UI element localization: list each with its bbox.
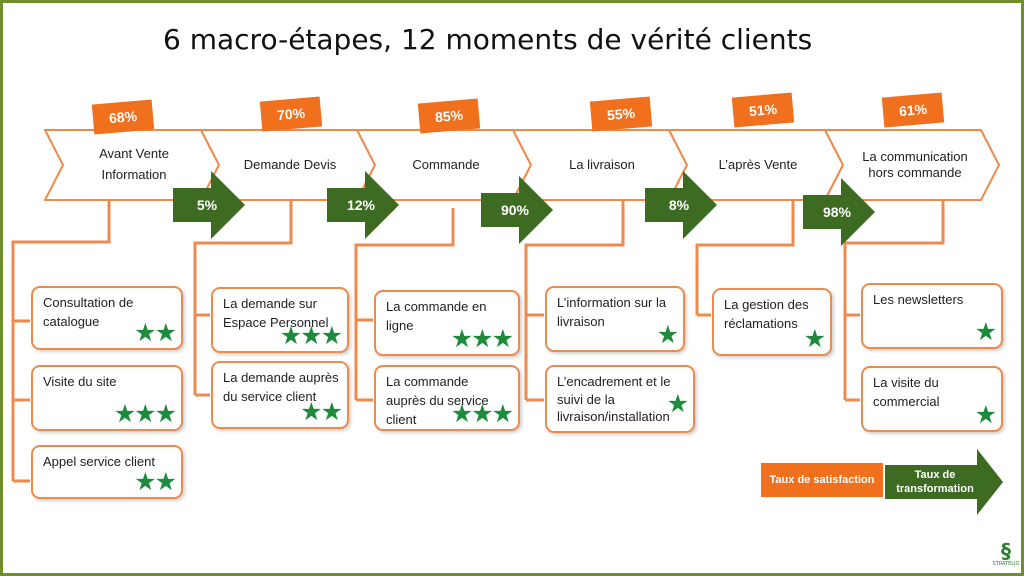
moment-label: L’encadrement et le suivi de la livraiso… [557,374,671,425]
satisfaction-badge: 51% [731,92,795,128]
transformation-arrow [645,171,717,239]
transformation-arrow [481,176,553,244]
stage-label: Demande Devis [243,156,337,172]
journey-diagram [11,129,1003,515]
transformation-arrow [803,178,875,246]
star-rating: ★ [974,401,997,429]
satisfaction-badge: 55% [589,96,653,132]
star-rating: ★★★ [113,400,177,428]
stage-label: Avant Vente Information [99,146,169,182]
moment-label: La visite du commercial [873,375,940,409]
moment-label: La commande en ligne [386,299,487,333]
moment-card: Visite du site ★★★ [31,365,183,431]
moment-card: La commande auprès du service client ★★★ [374,365,520,431]
transformation-value: 5% [196,197,218,213]
moment-label: Appel service client [43,454,155,469]
connector-line [695,201,795,315]
stage-label: Commande [412,156,480,172]
moment-card: L’encadrement et le suivi de la livraiso… [545,365,695,433]
star-rating: ★★★ [450,325,514,353]
satisfaction-badge: 61% [881,92,945,128]
moment-card: La demande sur Espace Personnel ★★★ [211,287,349,353]
transformation-arrow [327,171,399,239]
satisfaction-badge: 85% [417,98,481,134]
star-rating: ★★ [300,398,343,426]
star-rating: ★ [666,390,689,418]
connector-line [843,201,945,400]
moment-card: Consultation de catalogue ★★ [31,286,183,350]
connector-line [11,201,111,481]
logo-text: STRATELIO [992,561,1020,567]
star-rating: ★ [656,321,679,349]
connector-line [354,208,455,400]
connectors [11,201,945,483]
moment-label: La commande auprès du service client [386,374,489,427]
moment-card: La gestion des réclamations ★ [712,288,832,356]
logo: § STRATELIO [989,539,1021,573]
moment-label: Consultation de catalogue [43,295,134,329]
star-rating: ★ [803,325,826,353]
stage-chevron [823,129,1001,201]
transformation-value: 98% [822,204,852,220]
moment-card: La visite du commercial ★ [861,366,1003,432]
star-rating: ★★★ [450,400,514,428]
star-rating: ★★★ [279,322,343,350]
transformation-value: 90% [500,202,530,218]
moment-label: Visite du site [43,374,117,389]
satisfaction-badge: 68% [91,99,155,135]
transformation-value: 12% [346,197,376,213]
stage-label: La livraison [569,156,635,172]
legend-transformation-arrow [885,449,1003,515]
logo-icon: § [1001,539,1011,563]
transformation-value: 8% [668,197,690,213]
satisfaction-badge: 70% [259,96,323,132]
legend-transformation: Taux de transformation [896,468,974,495]
page-title: 6 macro-étapes, 12 moments de vérité cli… [163,23,813,56]
moment-card: Appel service client ★★ [31,445,183,499]
moment-label: La gestion des réclamations [724,297,809,331]
moment-card: La commande en ligne ★★★ [374,290,520,356]
connector-line [524,201,625,400]
moment-label: La demande auprès du service client [223,370,339,404]
star-rating: ★ [974,318,997,346]
transformation-arrows [173,171,1003,515]
transformation-arrow [173,171,245,239]
star-rating: ★★ [134,319,177,347]
moment-card: L’information sur la livraison ★ [545,286,685,352]
moment-label: Les newsletters [873,292,964,307]
legend-satisfaction: Taux de satisfaction [761,463,883,497]
moment-card: Les newsletters ★ [861,283,1003,349]
moment-card: La demande auprès du service client ★★ [211,361,349,429]
stage-label: La communication hors commande [862,149,968,180]
star-rating: ★★ [134,468,177,496]
moment-label: L’information sur la livraison [557,295,667,329]
stage-label: L’après Vente [718,156,798,172]
connector-line [193,201,293,395]
moment-label: La demande sur Espace Personnel [223,296,329,330]
